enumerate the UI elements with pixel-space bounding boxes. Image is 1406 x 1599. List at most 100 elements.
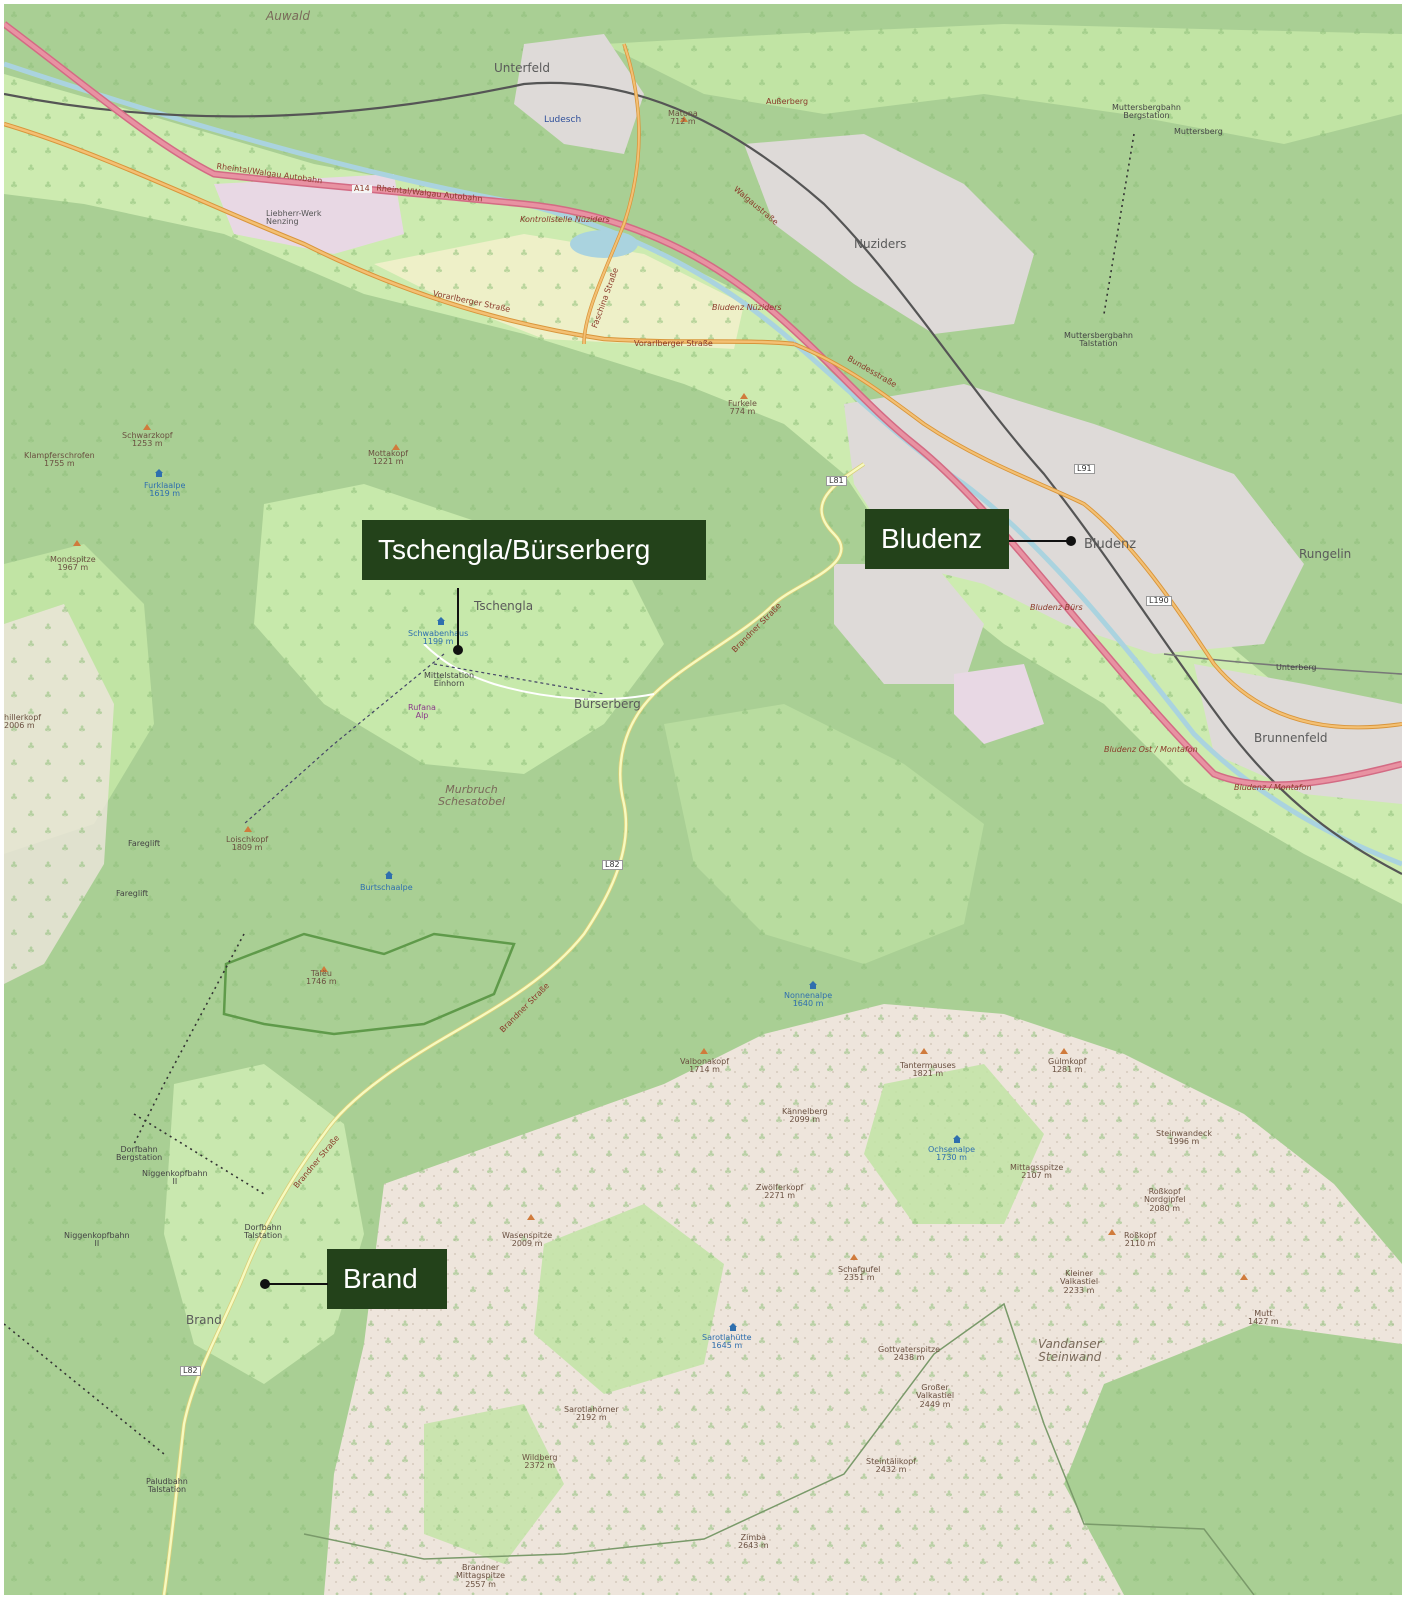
label-unterfeld: Unterfeld (494, 61, 550, 75)
label-zimba: Zimba 2643 m (738, 1533, 769, 1551)
label-klampferschrofen: Klampferschrofen 1755 m (24, 451, 95, 469)
label-mondspitze: Mondspitze 1967 m (50, 555, 96, 573)
label-mottakopf: Mottakopf 1221 m (368, 449, 409, 467)
label-hillerkopf: hillerkopf 2006 m (4, 713, 42, 731)
label-kleiner-valkastiel: Kleiner Valkastiel 2233 m (1060, 1269, 1099, 1295)
label-wildberg: Wildberg 2372 m (522, 1453, 558, 1471)
label-unterberg: Unterberg (1276, 663, 1317, 672)
label-niggenkopf-1: Niggenkopfbahn II (142, 1169, 208, 1187)
leader-tschengla (457, 588, 459, 648)
label-furklaalpe: Furklaalpe 1619 m (144, 481, 186, 499)
label-bludenz-burs: Bludenz Bürs (1030, 603, 1083, 612)
label-mittagsspitze: Mittagsspitze 2107 m (1010, 1163, 1064, 1181)
label-murbruch: Murbruch Schesatobel (438, 783, 506, 808)
label-dorfbahn-berg: Dorfbahn Bergstation (116, 1145, 163, 1163)
label-ochsenalpe: Ochsenalpe 1730 m (928, 1145, 976, 1163)
label-zwolferkopf: Zwölferkopf 2271 m (756, 1183, 804, 1201)
hut-icon (809, 981, 817, 989)
urban-burs (834, 564, 984, 684)
label-liebherr: Liebherr-Werk Nenzing (266, 209, 322, 227)
label-vandanser-steinwand: Vandanser Steinwand (1038, 1337, 1102, 1364)
river-ill (4, 61, 1402, 867)
label-kontrollstelle: Kontrollstelle Nüziders (520, 215, 610, 224)
road-brandner-core (162, 463, 865, 1595)
map[interactable]: ♣ ♣ (4, 4, 1402, 1595)
label-sarotlahorner: Sarotlahörner 2192 m (564, 1405, 619, 1423)
label-muttersberg-berg: Muttersbergbahn Bergstation (1112, 103, 1181, 121)
urban-brunnenfeld (1194, 664, 1402, 804)
callout-bludenz: Bludenz (865, 509, 1009, 569)
label-vorarlberger-2: Vorarlberger Straße (634, 339, 713, 348)
lift-tschengla-2 (433, 663, 605, 695)
lift-palud (4, 1323, 165, 1455)
railway (4, 81, 1402, 875)
marker-bludenz (1066, 536, 1076, 546)
railway-branch (1163, 653, 1402, 675)
label-muttersberg: Muttersberg (1174, 127, 1223, 136)
label-rufana: Rufana Alp (408, 703, 436, 721)
label-steinwandeck: Steinwandeck 1996 m (1156, 1129, 1212, 1147)
peak-markers (73, 116, 1248, 1280)
label-schafgufel: Schafgufel 2351 m (838, 1265, 881, 1283)
reserve-outline (222, 932, 516, 1036)
label-muttersberg-tal: Muttersbergbahn Talstation (1064, 331, 1133, 349)
road-tschengla (423, 643, 655, 701)
label-steintalikopf: Steintälikopf 2432 m (866, 1457, 917, 1475)
label-schwabenhaus: Schwabenhaus 1199 m (408, 629, 469, 647)
leader-bludenz (1009, 540, 1069, 542)
map-base: ♣ ♣ (4, 4, 1402, 1595)
label-rosskopf-nord: Roßkopf Nordgipfel 2080 m (1144, 1187, 1186, 1213)
label-bludenz-montafon: Bludenz / Montafon (1234, 783, 1312, 792)
urban-nuziders (744, 134, 1034, 334)
marker-brand (260, 1279, 270, 1289)
lift-brand-2 (133, 1113, 265, 1195)
label-l190: L190 (1146, 596, 1172, 607)
label-kannelberg: Kännelberg 2099 m (782, 1107, 828, 1125)
label-l82-b: L82 (180, 1366, 201, 1377)
marker-tschengla (453, 645, 463, 655)
industrial-nenzing (214, 174, 404, 254)
hut-icon (729, 1323, 737, 1331)
callout-tschengla: Tschengla/Bürserberg (362, 520, 706, 580)
tree-pattern (4, 4, 1402, 1595)
hut-icon (953, 1135, 961, 1143)
label-grosser-valkastiel: Großer Valkastiel 2449 m (916, 1383, 955, 1409)
label-l91: L91 (1074, 464, 1095, 475)
label-l81: L81 (826, 476, 847, 487)
label-ludesch: Ludesch (544, 115, 582, 125)
urban-bludenz (844, 384, 1304, 654)
label-brandner-mittagspitze: Brandner Mittagspitze 2557 m (456, 1563, 506, 1589)
lift-brand-1 (133, 933, 245, 1145)
label-brand-town: Brand (186, 1313, 222, 1327)
label-bludenz-town: Bludenz (1084, 537, 1137, 552)
label-auwald: Auwald (266, 9, 310, 23)
label-burserberg: Bürserberg (574, 697, 641, 711)
label-aussenberg: Außerberg (766, 97, 809, 106)
label-wasenspitze: Wasenspitze 2009 m (502, 1231, 553, 1249)
label-valbonakopf: Valbonakopf 1714 m (680, 1057, 730, 1075)
callout-brand: Brand (327, 1249, 447, 1309)
label-nuziders: Nuziders (854, 237, 907, 251)
label-schwarzkopf: Schwarzkopf 1253 m (122, 431, 173, 449)
label-taleu: Tälëu 1746 m (306, 969, 337, 987)
hut-icon (385, 871, 393, 879)
hut-icon (155, 469, 163, 477)
label-furkele: Furkele 774 m (728, 399, 757, 417)
lift-muttersberg (1103, 133, 1135, 315)
label-sarotlahutte: Sarotlahütte 1645 m (702, 1333, 752, 1351)
label-gulmkopf: Gulmkopf 1281 m (1048, 1057, 1087, 1075)
road-bundesstrasse-core (793, 342, 1402, 729)
label-bludenz-nuziders: Bludenz Nüziders (712, 303, 782, 312)
label-tantermauses: Tantermauses 1821 m (900, 1061, 956, 1079)
hut-icon (437, 617, 445, 625)
road-faschina-core (583, 43, 640, 345)
motorway-a14-core (4, 22, 1402, 787)
label-loischkopf: Loischkopf 1809 m (226, 835, 269, 853)
urban-ludesch (514, 34, 644, 154)
lift-tschengla (243, 653, 445, 825)
label-mutt: Mutt 1427 m (1248, 1309, 1279, 1327)
industrial-burs (954, 664, 1044, 744)
label-dorfbahn-tal: Dorfbahn Talstation (244, 1223, 283, 1241)
lake (570, 230, 638, 258)
label-brunnenfeld: Brunnenfeld (1254, 731, 1328, 745)
